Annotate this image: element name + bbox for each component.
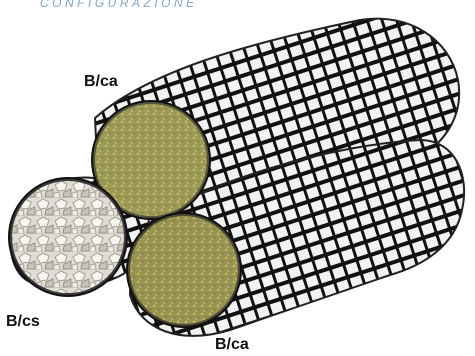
bottom-core-disc [128, 214, 240, 326]
top-core-label: B/ca [84, 73, 118, 91]
left-core-label: B/cs [6, 313, 40, 331]
left-core-disc [10, 179, 126, 295]
bottom-core-label: B/ca [215, 336, 249, 354]
